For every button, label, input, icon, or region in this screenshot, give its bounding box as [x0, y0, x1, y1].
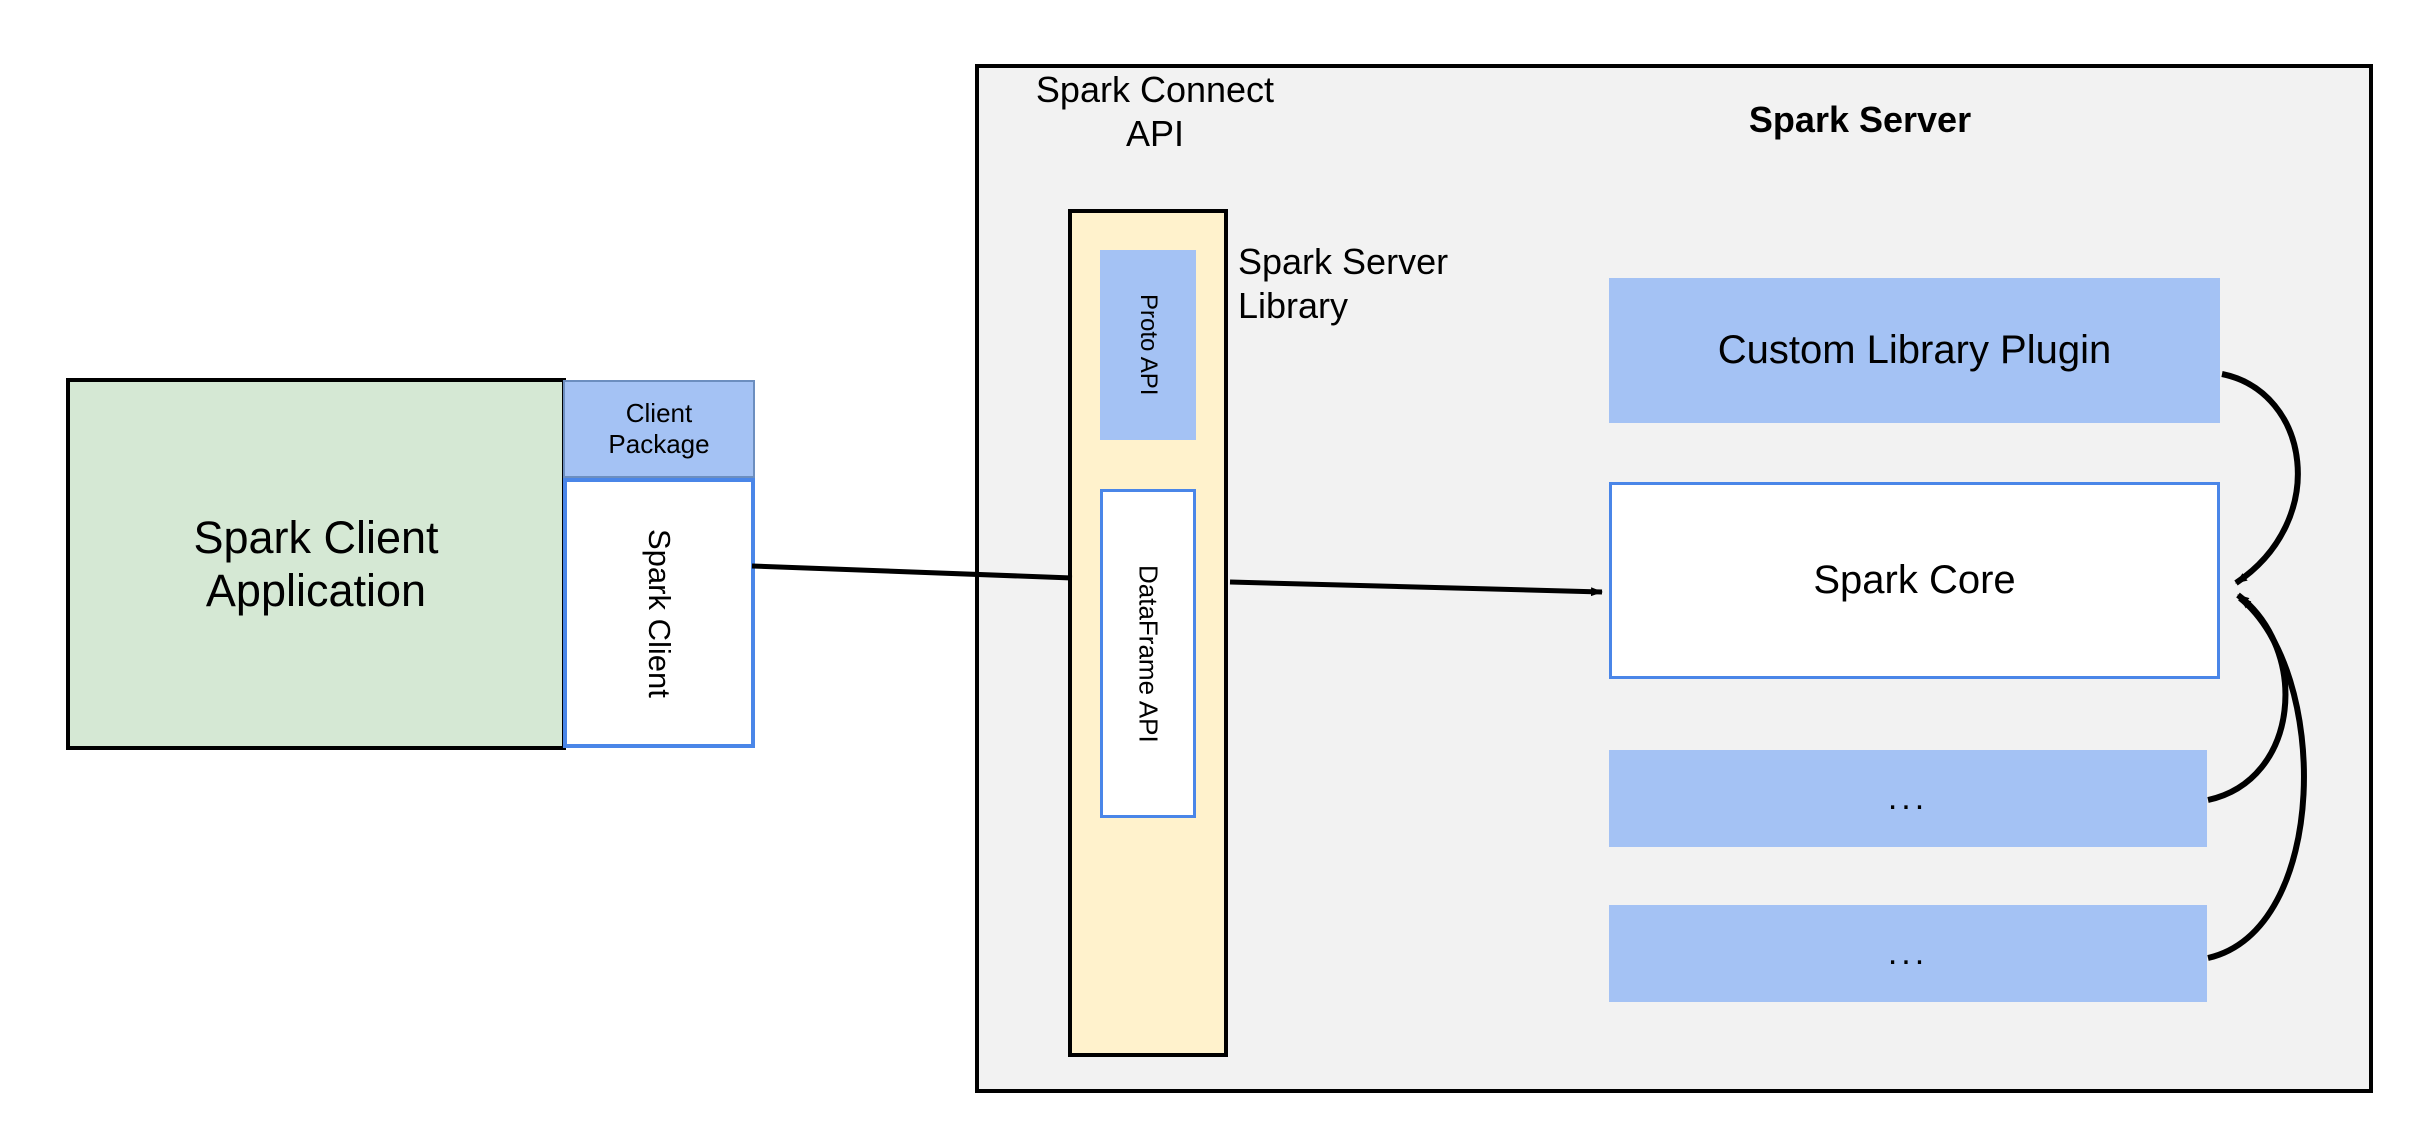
- spark-server-library-label-line1: Spark Server: [1238, 241, 1449, 282]
- client-package-box[interactable]: Client Package: [563, 380, 755, 478]
- proto-api-label: Proto API: [1135, 294, 1162, 396]
- spark-core-label: Spark Core: [1813, 558, 2016, 602]
- spark-connect-api-label-line1: Spark Connect: [1035, 69, 1275, 110]
- spark-client-application-box[interactable]: Spark Client Application: [66, 378, 566, 750]
- custom-library-plugin-box[interactable]: Custom Library Plugin: [1609, 278, 2220, 423]
- spark-connect-api-label: Spark Connect API: [1010, 68, 1300, 168]
- spark-client-application-label-line1: Spark Client: [193, 511, 439, 563]
- client-package-label-line1: Client: [625, 398, 693, 429]
- spark-client-label: Spark Client: [642, 528, 677, 698]
- spark-server-title: Spark Server: [1748, 99, 1972, 140]
- spark-core-box[interactable]: Spark Core: [1609, 482, 2220, 679]
- dataframe-api-label: DataFrame API: [1133, 564, 1164, 743]
- client-package-label-line2: Package: [608, 429, 710, 459]
- spark-server-library-label-line2: Library: [1238, 284, 1349, 326]
- ellipsis-label-1: ...: [1887, 779, 1929, 817]
- ellipsis-label-2: ...: [1887, 934, 1929, 972]
- dataframe-api-box[interactable]: DataFrame API: [1100, 489, 1196, 818]
- spark-connect-api-label-line2: API: [1125, 112, 1184, 154]
- spark-server-library-label: Spark Server Library: [1238, 240, 1558, 350]
- proto-api-box[interactable]: Proto API: [1100, 250, 1196, 440]
- ellipsis-box-1[interactable]: ...: [1609, 750, 2207, 847]
- spark-client-box[interactable]: Spark Client: [563, 478, 755, 748]
- ellipsis-box-2[interactable]: ...: [1609, 905, 2207, 1002]
- custom-library-plugin-label: Custom Library Plugin: [1717, 328, 2112, 372]
- spark-client-application-label-line2: Application: [205, 565, 427, 616]
